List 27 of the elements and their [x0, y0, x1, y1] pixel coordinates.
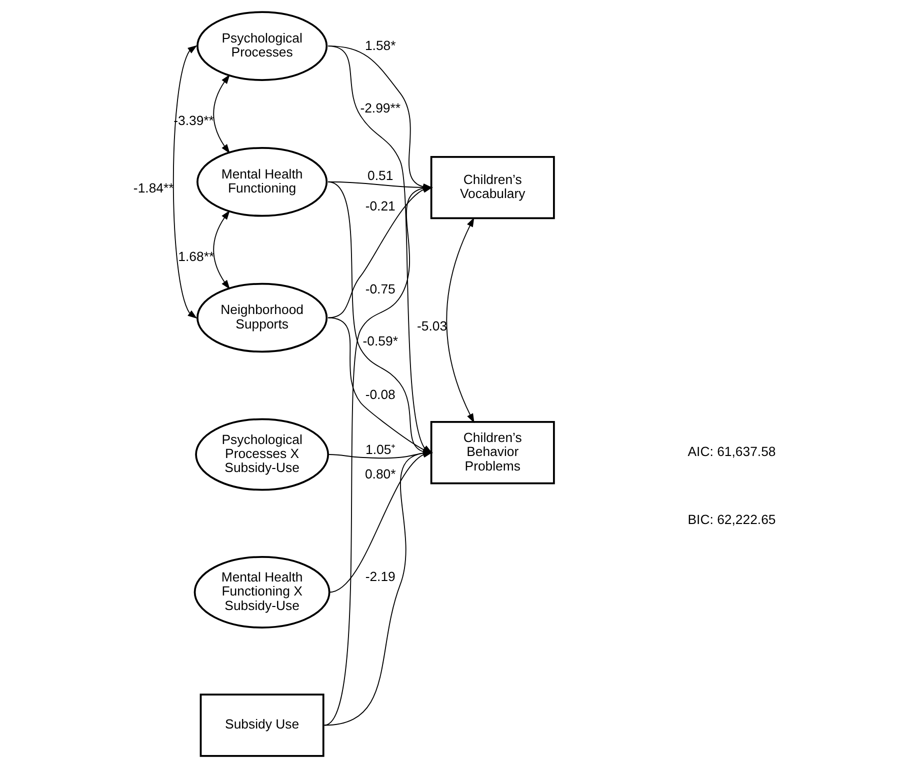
- node-box: Children’s Vocabulary: [430, 156, 554, 220]
- node-ellipse: Mental Health Functioning: [196, 147, 328, 217]
- label: AIC: 61,637.58: [687, 444, 776, 460]
- edge-label: -0.75: [364, 281, 395, 296]
- node-ellipse: Psychological Processes: [196, 11, 328, 81]
- node-box: Subsidy Use: [199, 694, 324, 757]
- edge-label: -2.19: [364, 569, 395, 584]
- arrow: [446, 217, 474, 424]
- node-ellipse: Psychological Processes X Subsidy-Use: [194, 418, 329, 491]
- edge-label: 0.80*: [364, 466, 396, 482]
- node-ellipse: Mental Health Functioning X Subsidy-Use: [193, 556, 330, 628]
- edge-label: 0.51: [367, 168, 393, 184]
- edge-label: 1.68**: [178, 248, 214, 264]
- arrow: [212, 210, 230, 290]
- edge-label: -2.99**: [360, 100, 400, 116]
- edge-label: -1.84**: [132, 180, 174, 196]
- arrow: [172, 45, 197, 319]
- edge-label: -0.59*: [362, 333, 398, 348]
- arrow: [212, 74, 230, 154]
- edge-label: 1.05⁺: [365, 442, 395, 457]
- label: BIC: 62,222.65: [687, 512, 776, 528]
- edge-label: -0.08: [364, 387, 395, 402]
- edge-label: -5.03: [416, 318, 447, 334]
- edge-label: 1.58*: [364, 38, 396, 54]
- node-ellipse: Neighborhood Supports: [196, 282, 328, 353]
- node-box: Children’s Behavior Problems: [430, 421, 554, 484]
- edge-label: -0.21: [364, 198, 395, 214]
